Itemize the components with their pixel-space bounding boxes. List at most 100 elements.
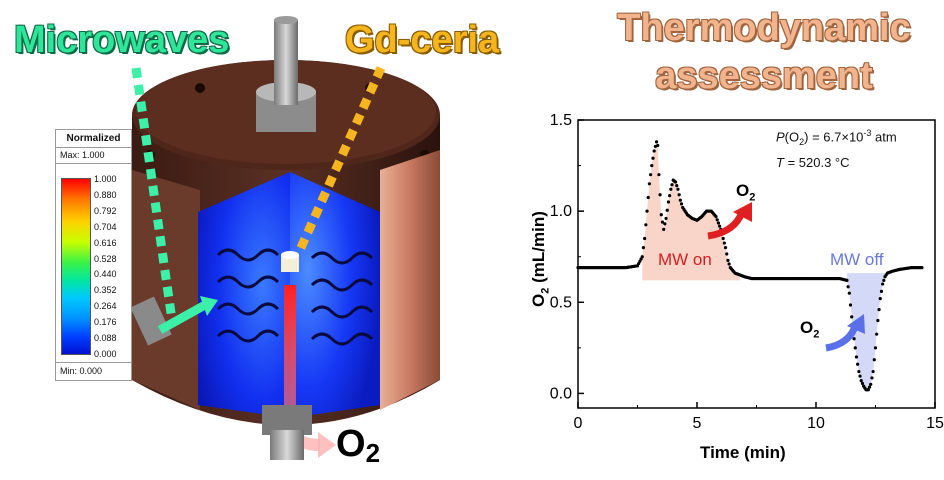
- thermodynamic-title: Thermodynamic: [617, 7, 911, 49]
- x-axis-label: Time (min): [700, 443, 786, 462]
- field-lines-right: [310, 251, 374, 346]
- data-point: [858, 374, 862, 378]
- microwaves-pointer: [131, 67, 177, 321]
- assessment-title: assessment: [655, 55, 873, 97]
- data-point: [714, 215, 718, 219]
- data-point: [641, 245, 646, 250]
- data-point: [721, 236, 725, 241]
- y-tick-label: 1.5: [550, 112, 572, 129]
- data-point: [723, 245, 728, 250]
- data-point: [676, 187, 680, 191]
- copper-wall-right: [380, 150, 440, 410]
- mw-off-label: MW off: [830, 250, 884, 269]
- o2-uptake-label: O2: [800, 318, 820, 341]
- mw-off-shade: [846, 273, 888, 390]
- data-point: [718, 224, 722, 228]
- data-point: [856, 362, 860, 366]
- o2-outlet-flow: [284, 285, 296, 435]
- data-point: [678, 198, 682, 202]
- data-point: [645, 209, 649, 213]
- data-point: [675, 184, 679, 188]
- gd-ceria-title: Gd-ceria: [345, 19, 500, 61]
- data-point: [850, 315, 854, 319]
- legend-max-label: Max: 1.000: [60, 150, 105, 160]
- data-point: [658, 193, 662, 197]
- data-point: [647, 182, 652, 186]
- data-point: [646, 195, 650, 200]
- data-point: [870, 376, 874, 380]
- data-point: [668, 194, 672, 198]
- data-point: [876, 318, 880, 323]
- legend-tick-label: 0.880: [94, 189, 117, 200]
- data-point: [873, 346, 878, 350]
- data-point: [652, 149, 656, 153]
- data-points: [576, 140, 924, 392]
- reactor-illustration: [130, 16, 440, 460]
- data-point: [659, 213, 663, 217]
- legend-tick-label: 0.528: [94, 253, 117, 264]
- y-tick-label: 0.0: [550, 385, 572, 402]
- data-point: [677, 193, 681, 197]
- data-point: [846, 285, 850, 289]
- axis-ticks: [577, 119, 936, 408]
- data-point: [662, 227, 666, 231]
- p-o2-annotation: P(O2) = 6.7×10-3 atm: [776, 128, 897, 147]
- mw-on-area: [642, 141, 740, 281]
- data-point: [651, 156, 655, 160]
- data-point: [644, 223, 648, 227]
- data-point: [845, 278, 849, 283]
- data-point: [663, 222, 667, 226]
- mw-on-label: MW on: [658, 250, 712, 269]
- field-lines-left: [216, 248, 280, 343]
- data-point: [657, 173, 661, 177]
- data-point: [866, 388, 870, 392]
- o2-outlet-label: O2: [336, 423, 381, 468]
- data-point: [665, 208, 669, 212]
- data-point: [872, 358, 876, 362]
- data-point: [670, 183, 674, 187]
- data-point: [853, 346, 857, 350]
- data-point: [656, 143, 660, 148]
- legend-tick-label: 0.440: [94, 269, 117, 280]
- x-tick-label: 15: [926, 415, 944, 432]
- legend-tick-label: 0.704: [94, 221, 117, 232]
- y-tick-label: 0.5: [550, 294, 572, 311]
- legend-tick-label: 0.088: [94, 333, 117, 344]
- legend-tick-label: 0.264: [94, 301, 117, 312]
- data-point: [871, 369, 875, 374]
- legend-tick-label: 0.000: [94, 349, 117, 359]
- y-axis-label: O2 (mL/min): [529, 211, 552, 307]
- data-point: [859, 379, 863, 383]
- data-point: [666, 200, 671, 204]
- legend-color-bar: [61, 178, 91, 355]
- data-point: [878, 297, 882, 301]
- bottom-tube: [270, 430, 304, 460]
- temperature-annotation: T = 520.3 °C: [776, 155, 850, 170]
- data-point: [879, 289, 884, 293]
- legend-tick-label: 0.176: [94, 317, 117, 328]
- x-tick-label: 10: [807, 415, 825, 432]
- data-point: [727, 262, 731, 266]
- cavity-right-field: [290, 172, 380, 418]
- mw-on-shade: [642, 141, 740, 281]
- uptake-arrowhead: [847, 314, 865, 334]
- y-tick-label: 1.0: [550, 203, 572, 220]
- gd-ceria-sample: [281, 255, 299, 272]
- data-point: [877, 307, 881, 312]
- legend-tick-label: 0.616: [94, 237, 117, 248]
- legend-tick-label: 0.792: [94, 205, 117, 216]
- data-point: [882, 278, 886, 283]
- data-point: [881, 282, 885, 286]
- top-tube: [274, 20, 298, 105]
- cavity-left-field: [198, 172, 290, 418]
- data-point: [716, 221, 721, 225]
- data-point: [640, 255, 644, 259]
- mw-off-area: [846, 273, 888, 390]
- data-point: [726, 258, 730, 262]
- legend-tick-label: 0.352: [94, 285, 117, 296]
- data-point: [848, 303, 853, 307]
- data-point: [852, 337, 856, 341]
- legend-min-label: Min: 0.000: [60, 366, 103, 376]
- x-tick-label: 5: [693, 415, 702, 432]
